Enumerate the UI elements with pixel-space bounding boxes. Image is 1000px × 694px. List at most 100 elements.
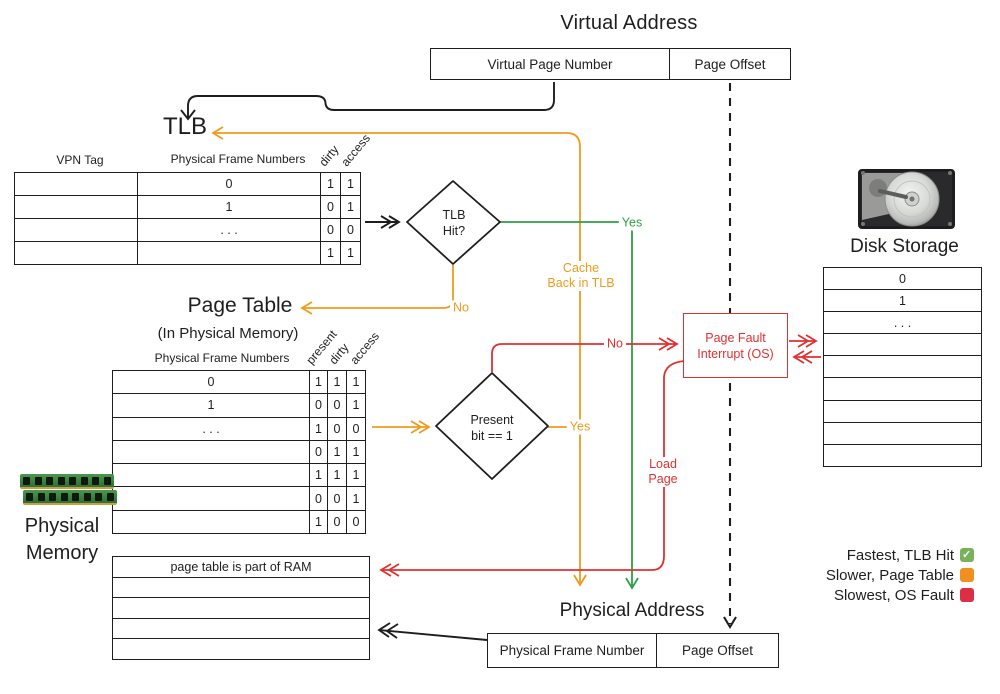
disk-cell [823,377,982,401]
disk-row [823,333,982,357]
disk-cell [823,443,982,467]
tlb-header-pfn: Physical Frame Numbers [170,152,306,166]
tlb-vpn-cell [14,218,138,242]
disk-row [823,355,982,379]
memory-cell [112,576,370,598]
memory-row [112,638,370,660]
pt-access-cell: 1 [346,393,366,418]
memory-cell [112,617,370,639]
tlb-dirty-cell: 1 [320,172,341,196]
arrow-presentno-to-fault [491,343,677,372]
page-fault-interrupt-box: Page Fault Interrupt (OS) [683,313,788,378]
physical-frame-number-cell: Physical Frame Number [487,633,657,668]
pt-access-cell: 1 [346,486,366,511]
tlb-row: 0 1 1 [14,172,361,196]
tlb-dirty-cell: 0 [320,218,341,242]
pt-access-cell: 1 [346,369,366,395]
pt-present-cell: 0 [309,393,328,418]
pt-pfn-cell [112,486,310,511]
disk-cell: 1 [823,289,982,313]
tlb-vpn-cell [14,241,138,265]
legend-item: Slower, Page Table [826,565,974,585]
page-table-row: 0 1 1 [112,439,366,465]
tlb-header-vpn-tag: VPN Tag [56,153,104,167]
hdd-image [858,169,955,229]
legend: Fastest, TLB Hit Slower, Page Table Slow… [826,545,974,605]
tlb-pfn-cell: 1 [137,195,321,219]
disk-row: . . . [823,311,982,335]
tlb-title: TLB [163,113,208,140]
tlb-access-cell: 0 [340,218,361,242]
pt-present-cell: 1 [309,509,328,535]
legend-item: Fastest, TLB Hit [826,545,974,565]
memory-cell [112,638,370,660]
tlb-vpn-cell [14,195,138,219]
pt-pfn-cell: 0 [112,369,310,395]
disk-cell: 0 [823,266,982,291]
pt-access-cell: 1 [346,439,366,465]
disk-row [823,443,982,467]
check-badge-icon [960,548,974,562]
memory-row [112,576,370,598]
pt-pfn-cell: 1 [112,393,310,418]
tlb-hit-yes-label: Yes [618,215,646,231]
disk-cell [823,355,982,379]
page-table-title: Page Table [187,294,293,317]
tlb-pfn-cell: 0 [137,172,321,196]
legend-label: Slowest, OS Fault [833,586,954,604]
memory-cell [112,597,370,619]
arrow-cache-back-to-tlb [213,132,581,584]
memory-row [112,597,370,619]
pt-dirty-cell: 0 [327,486,347,511]
ram-note-cell: page table is part of RAM [112,556,370,578]
disk-storage-title: Disk Storage [850,236,959,257]
page-table-row: . . . 1 0 0 [112,416,366,441]
arrow-pa-to-memory [378,629,488,641]
page-table-subtitle: (In Physical Memory) [157,325,299,342]
pt-dirty-cell: 1 [327,369,347,395]
disk-row [823,421,982,445]
pt-dirty-cell: 0 [327,416,347,441]
physical-memory-label: Physical Memory [24,515,100,564]
tlb-access-cell: 1 [340,195,361,219]
tlb-pfn-cell [137,241,321,265]
virtual-page-number-cell: Virtual Page Number [430,48,670,80]
pa-page-offset-cell: Page Offset [657,633,779,668]
page-table-row: 1 0 0 1 [112,393,366,418]
memory-row [112,617,370,639]
present-no-label: No [604,336,626,352]
page-table-row: 1 1 1 [112,463,366,488]
tlb-table: 0 1 1 1 0 1 . . . 0 0 1 1 [14,172,361,265]
pt-present-cell: 0 [309,439,328,465]
page-table-row: 1 0 0 [112,509,366,535]
disk-cell [823,399,982,423]
virtual-page-offset-cell: Page Offset [670,48,791,80]
pt-present-cell: 1 [309,463,328,488]
legend-item: Slowest, OS Fault [826,585,974,605]
red-square-icon [960,588,974,602]
pt-pfn-cell [112,463,310,488]
disk-cell [823,333,982,357]
present-bit-diamond-label: Present bit == 1 [470,413,514,443]
disk-table: 0 1 . . . [823,266,982,467]
arrow-vpn-to-tlb [187,82,555,118]
present-yes-label: Yes [566,419,594,435]
pt-dirty-cell: 0 [327,509,347,535]
virtual-address-title: Virtual Address [560,12,698,34]
physical-memory-table: page table is part of RAM [112,556,370,660]
legend-label: Fastest, TLB Hit [846,546,954,564]
tlb-access-cell: 1 [340,172,361,196]
tlb-dirty-cell: 1 [320,241,341,265]
pt-access-cell: 0 [346,509,366,535]
virtual-address-box: Virtual Page Number Page Offset [430,48,791,80]
pt-dirty-cell: 1 [327,439,347,465]
pt-access-cell: 1 [346,463,366,488]
memory-row: page table is part of RAM [112,556,370,578]
physical-address-box: Physical Frame Number Page Offset [487,633,779,668]
page-table: 0 1 1 1 1 0 0 1 . . . 1 0 0 0 1 1 1 1 1 [112,369,366,535]
page-table-row: 0 1 1 1 [112,369,366,395]
